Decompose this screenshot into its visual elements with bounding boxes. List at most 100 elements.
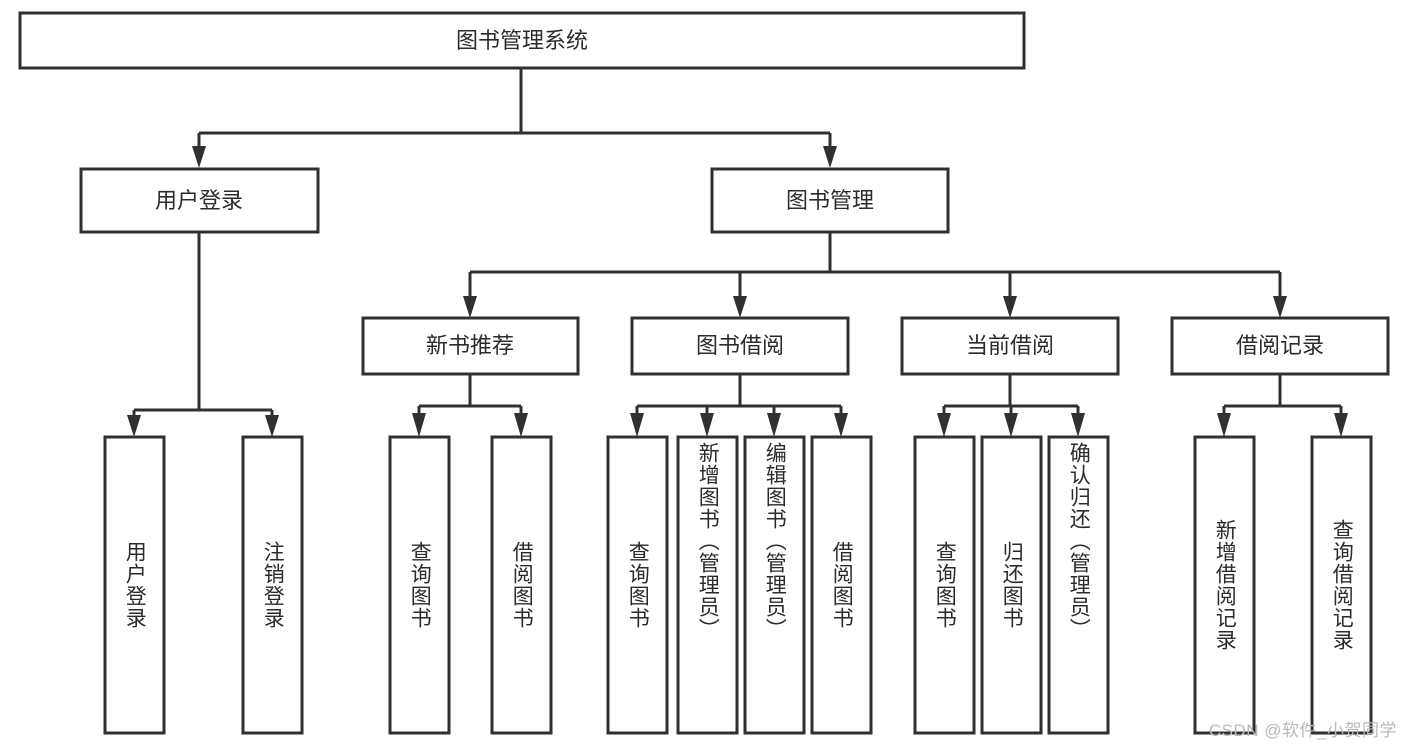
leaf-borrow-record-query-box xyxy=(1310,435,1373,735)
leaf-book-borrow-edit-label: 编辑图书（管理员） xyxy=(763,442,787,640)
node-book-manage-box xyxy=(710,167,950,234)
leaf-user-login-login-box xyxy=(103,435,166,735)
leaf-book-borrow-add-label: 新增图书（管理员） xyxy=(696,442,720,640)
node-book-borrow-label: 图书借阅 xyxy=(696,333,784,358)
node-new-book-recommend-label: 新书推荐 xyxy=(426,333,514,358)
leaf-current-borrow-confirm-textbox: 确认归还（管理员） xyxy=(1067,442,1091,640)
arrowhead-user-login-leaf1 xyxy=(127,415,141,437)
node-current-borrow[interactable]: 当前借阅 xyxy=(900,316,1120,376)
leaf-user-login-logout-textbox: 注销登录 xyxy=(261,541,285,629)
leaf-user-login-logout[interactable]: 注销登录 xyxy=(241,435,304,735)
edge-group-root-to-level2 xyxy=(192,68,837,168)
arrowhead-new-book xyxy=(463,296,477,318)
leaf-new-book-query-box xyxy=(388,435,451,735)
node-user-login[interactable]: 用户登录 xyxy=(79,167,320,234)
node-new-book-recommend[interactable]: 新书推荐 xyxy=(361,316,580,376)
leaf-book-borrow-edit-box xyxy=(743,435,806,735)
leaf-user-login-logout-label: 注销登录 xyxy=(261,541,285,629)
leaf-current-borrow-return-label: 归还图书 xyxy=(1000,541,1024,629)
arrowhead-book-borrow-leaf4 xyxy=(834,413,848,437)
leaf-book-borrow-query-box xyxy=(606,435,669,735)
edge-group-user-login-to-leaves xyxy=(127,232,279,437)
leaf-book-borrow-edit-textbox: 编辑图书（管理员） xyxy=(763,442,787,640)
leaf-book-borrow-borrow-textbox: 借阅图书 xyxy=(830,541,853,629)
leaf-borrow-record-add-box xyxy=(1193,435,1256,735)
leaf-user-login-logout-box xyxy=(241,435,304,735)
arrowhead-current-borrow-leaf3 xyxy=(1071,413,1085,437)
arrowhead-book-borrow-leaf3 xyxy=(767,413,781,437)
arrowhead-new-book-leaf2 xyxy=(514,413,528,437)
leaf-new-book-borrow-box xyxy=(490,435,553,735)
leaf-book-borrow-add[interactable]: 新增图书（管理员） xyxy=(676,435,739,735)
leaf-new-book-query-label: 查询图书 xyxy=(408,541,432,629)
node-book-manage[interactable]: 图书管理 xyxy=(710,167,950,234)
leaf-new-book-borrow-textbox: 借阅图书 xyxy=(510,541,534,629)
arrowhead-book-manage xyxy=(823,146,837,168)
leaf-book-borrow-add-textbox: 新增图书（管理员） xyxy=(696,442,720,640)
edge-group-borrow-record-to-leaves xyxy=(1217,374,1348,437)
leaf-new-book-query[interactable]: 查询图书 xyxy=(388,435,451,735)
leaf-book-borrow-query-label: 查询图书 xyxy=(626,541,650,629)
leaf-book-borrow-add-box xyxy=(676,435,739,735)
leaf-borrow-record-query[interactable]: 查询借阅记录 xyxy=(1310,435,1373,735)
node-new-book-recommend-box xyxy=(361,316,580,376)
leaf-current-borrow-query-label: 查询图书 xyxy=(933,541,957,629)
leaf-current-borrow-query-textbox: 查询图书 xyxy=(933,541,957,629)
arrowhead-borrow-record-leaf2 xyxy=(1334,413,1348,437)
leaf-current-borrow-query-box xyxy=(913,435,976,735)
node-root-system-label: 图书管理系统 xyxy=(456,28,588,53)
leaf-current-borrow-confirm-box xyxy=(1047,435,1110,735)
node-book-manage-label: 图书管理 xyxy=(786,188,874,213)
leaf-current-borrow-confirm[interactable]: 确认归还（管理员） xyxy=(1047,435,1110,735)
leaf-borrow-record-add[interactable]: 新增借阅记录 xyxy=(1193,435,1256,735)
node-user-login-label: 用户登录 xyxy=(155,188,243,213)
node-root-system[interactable]: 图书管理系统 xyxy=(18,11,1026,70)
leaf-current-borrow-confirm-label: 确认归还（管理员） xyxy=(1067,442,1091,640)
arrowhead-current-borrow-leaf2 xyxy=(1004,413,1018,437)
arrowhead-book-borrow xyxy=(733,296,747,318)
node-book-borrow-box xyxy=(630,316,850,376)
arrowhead-book-borrow-leaf2 xyxy=(700,413,714,437)
leaf-borrow-record-add-label: 新增借阅记录 xyxy=(1213,519,1237,651)
leaf-borrow-record-add-textbox: 新增借阅记录 xyxy=(1213,519,1237,651)
leaf-book-borrow-borrow-box xyxy=(810,435,873,735)
node-root-system-box xyxy=(18,11,1026,70)
node-borrow-record[interactable]: 借阅记录 xyxy=(1170,316,1390,376)
arrowhead-borrow-record-leaf1 xyxy=(1217,413,1231,437)
leaf-current-borrow-query[interactable]: 查询图书 xyxy=(913,435,976,735)
leaf-user-login-login[interactable]: 用户登录 xyxy=(103,435,166,735)
node-borrow-record-label: 借阅记录 xyxy=(1236,333,1324,358)
leaf-new-book-borrow[interactable]: 借阅图书 xyxy=(490,435,553,735)
leaf-book-borrow-edit[interactable]: 编辑图书（管理员） xyxy=(743,435,806,735)
arrowhead-current-borrow xyxy=(1003,296,1017,318)
arrowhead-borrow-record xyxy=(1273,296,1287,318)
leaf-borrow-record-query-textbox: 查询借阅记录 xyxy=(1330,519,1354,651)
arrowhead-book-borrow-leaf1 xyxy=(630,413,644,437)
leaf-new-book-query-textbox: 查询图书 xyxy=(408,541,432,629)
arrowhead-user-login-leaf2 xyxy=(265,415,279,437)
arrowhead-new-book-leaf1 xyxy=(412,413,426,437)
leaf-new-book-borrow-label: 借阅图书 xyxy=(510,541,534,629)
leaf-book-borrow-borrow[interactable]: 借阅图书 xyxy=(810,435,873,735)
edge-group-book-borrow-to-leaves xyxy=(630,374,848,437)
leaf-borrow-record-query-label: 查询借阅记录 xyxy=(1330,519,1354,651)
edge-group-new-book-to-leaves xyxy=(412,374,528,437)
arrowhead-user-login xyxy=(192,146,206,168)
leaf-current-borrow-return-box xyxy=(980,435,1043,735)
leaf-user-login-login-textbox: 用户登录 xyxy=(123,541,147,629)
arrowhead-current-borrow-leaf1 xyxy=(937,413,951,437)
node-current-borrow-label: 当前借阅 xyxy=(966,333,1054,358)
leaf-book-borrow-query[interactable]: 查询图书 xyxy=(606,435,669,735)
node-borrow-record-box xyxy=(1170,316,1390,376)
leaf-current-borrow-return[interactable]: 归还图书 xyxy=(980,435,1043,735)
edge-group-current-borrow-to-leaves xyxy=(937,374,1085,437)
leaf-book-borrow-query-textbox: 查询图书 xyxy=(626,541,650,629)
node-book-borrow[interactable]: 图书借阅 xyxy=(630,316,850,376)
edge-group-book-manage-to-level3 xyxy=(463,232,1287,318)
leaf-current-borrow-return-textbox: 归还图书 xyxy=(1000,541,1024,629)
node-user-login-box xyxy=(79,167,320,234)
node-current-borrow-box xyxy=(900,316,1120,376)
leaf-user-login-login-label: 用户登录 xyxy=(123,541,147,629)
